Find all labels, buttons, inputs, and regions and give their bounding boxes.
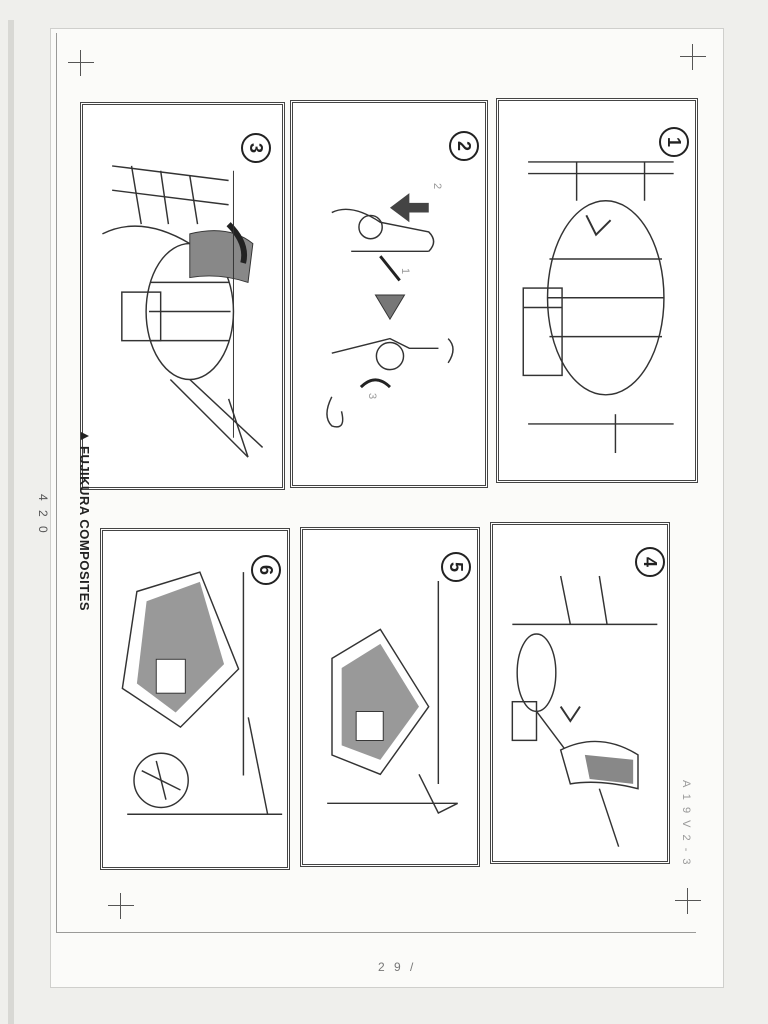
page-number: 2 9 / [378, 960, 417, 974]
registration-mark [675, 888, 701, 914]
step-number: 4 [635, 547, 665, 577]
arrow-label: 1 [399, 268, 411, 277]
scan-edge [8, 20, 14, 1024]
dimension-label: 4 2 0 [36, 494, 50, 536]
step-number: 6 [251, 555, 281, 585]
step-number: 2 [449, 131, 479, 161]
illustration-unmount-container [102, 165, 264, 458]
panel-step-6: 6 [100, 528, 290, 870]
arrow-label: 3 [366, 393, 378, 402]
arrow-label: 2 [431, 183, 443, 192]
frame-line-left [56, 33, 57, 933]
panel-step-5: 5 [300, 527, 480, 867]
brand-label: FUJIKURA COMPOSITES [77, 430, 92, 611]
step-number: 3 [241, 133, 271, 163]
illustration-liferaft-inflating [327, 581, 458, 814]
frame-line-bottom [56, 932, 696, 933]
illustration-liferaft-container-on-rack [522, 161, 674, 454]
panel-step-1: 1 [496, 98, 698, 483]
panel-step-4: 4 [490, 522, 670, 864]
fujikura-logo-icon [81, 432, 89, 440]
illustration-pull-painter-line [511, 575, 658, 847]
panel-step-2: 2 2 1 3 [290, 100, 488, 488]
registration-mark [680, 44, 706, 70]
step-number: 1 [659, 127, 689, 157]
brand-name: FUJIKURA COMPOSITES [77, 446, 92, 612]
registration-mark [108, 893, 134, 919]
step-number: 5 [441, 552, 471, 582]
illustration-boarding-inflated-liferaft [121, 571, 283, 815]
illustration-release-hook [326, 193, 454, 428]
panel-step-3: 3 [80, 102, 285, 490]
document-code: A 1 9 V 2 - 3 [680, 780, 692, 867]
registration-mark [68, 50, 94, 76]
